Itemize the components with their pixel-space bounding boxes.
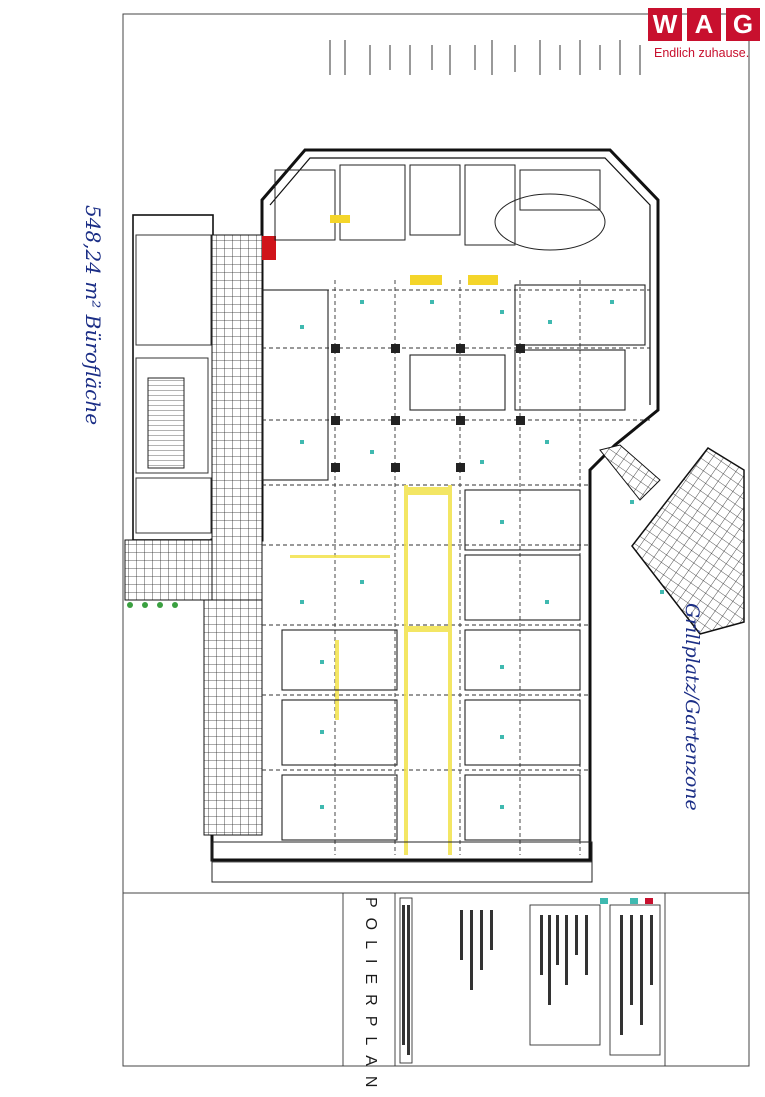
title-block	[342, 893, 666, 1066]
structural-grid	[262, 280, 650, 855]
building-outline	[210, 148, 660, 862]
red-marker	[262, 236, 276, 260]
stair-icon	[147, 377, 185, 469]
brand-logo[interactable]: W A G Endlich zuhause.	[648, 8, 760, 64]
dimension-ticks	[329, 40, 641, 75]
office-rooms	[261, 284, 646, 841]
logo-letter-a: A	[687, 8, 721, 41]
kitchen-area	[274, 164, 606, 251]
corridor-highlight	[290, 485, 452, 855]
logo-tagline: Endlich zuhause.	[654, 46, 750, 60]
area-annotation-left: 548,24 m² Bürofläche	[81, 205, 105, 426]
terrace-grid-icon	[631, 447, 745, 635]
sheet-border	[122, 13, 750, 1067]
plan-title: POLIERPLAN	[362, 897, 379, 1097]
area-annotation-right: Grillplatz/Gartenzone	[681, 603, 703, 811]
logo-letter-g: G	[726, 8, 760, 41]
logo-letter-w: W	[648, 8, 682, 41]
